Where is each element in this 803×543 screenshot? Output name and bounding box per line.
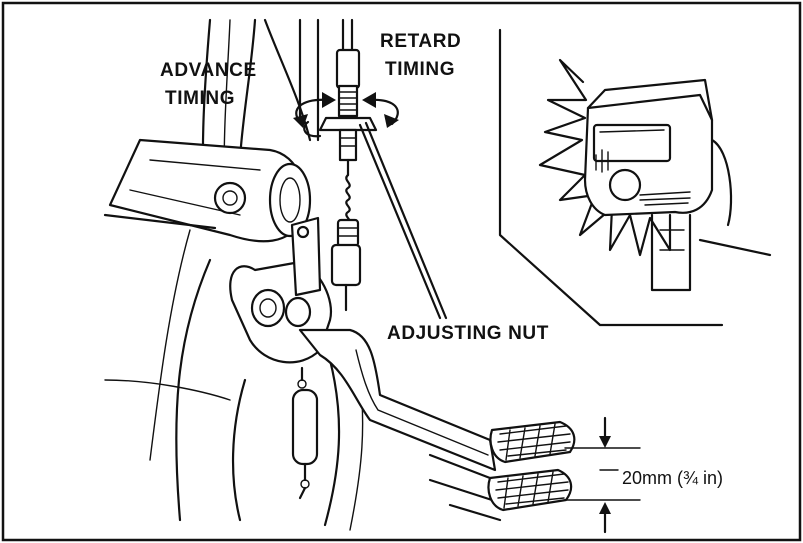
retard-arrow-icon (362, 92, 399, 128)
adjusting-nut-leader (358, 121, 448, 320)
advance-timing-label: ADVANCE TIMING (160, 60, 257, 109)
pedal-return-spring (291, 366, 319, 500)
pedal-travel-label: 20mm (¾ in) (622, 468, 723, 488)
pedal-pad-lower (487, 468, 573, 512)
retard-timing-label: RETARD TIMING (380, 31, 461, 80)
brake-light-icon (583, 78, 733, 227)
brake-light-inset (498, 28, 772, 327)
advance-arrow-icon (293, 92, 336, 128)
adjusting-nut-label: ADJUSTING NUT (387, 323, 549, 344)
advance-label-line2: TIMING (165, 88, 235, 109)
advance-label-line1: ADVANCE (160, 60, 257, 81)
light-rays (538, 58, 672, 257)
retard-label-line1: RETARD (380, 31, 461, 52)
brake-light-switch (303, 18, 378, 312)
pedal-pad-upper (489, 420, 576, 464)
retard-label-line2: TIMING (385, 59, 455, 80)
brake-pedal (229, 216, 502, 522)
pedal-travel-dimension (564, 416, 641, 534)
swing-arm (103, 138, 312, 243)
